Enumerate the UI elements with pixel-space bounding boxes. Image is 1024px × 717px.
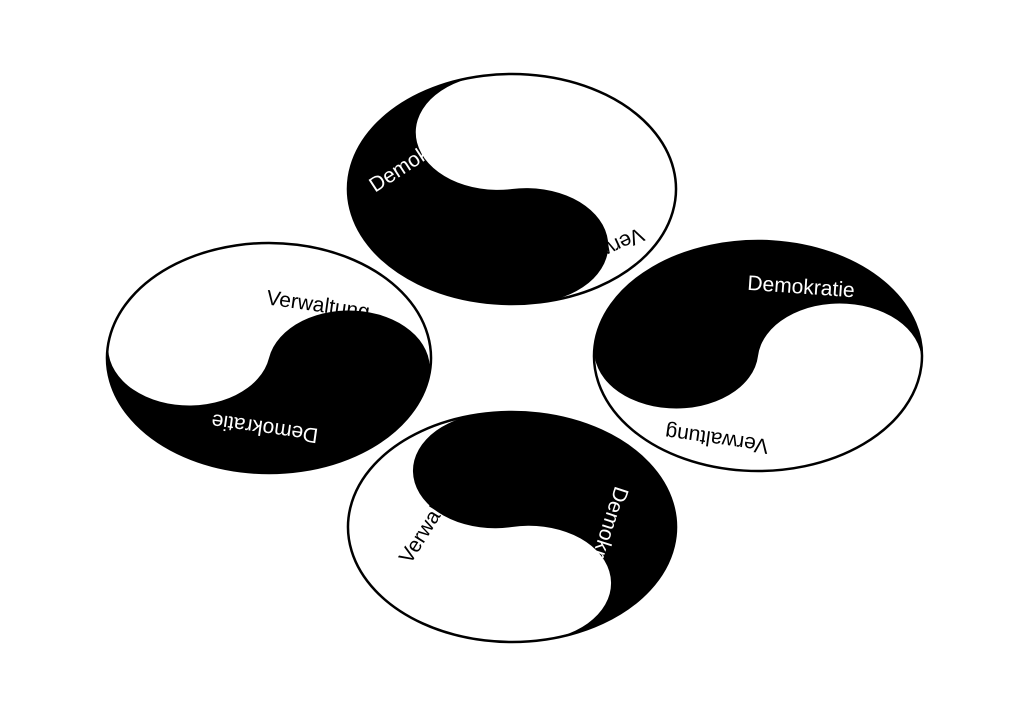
yin-yang-right-dot-white [816,344,863,378]
yin-yang-right [580,231,935,480]
yin-yang-top [322,56,702,322]
yin-yang-top-dot-white [474,116,521,149]
yin-yang-left-dot-black [326,351,372,385]
yin-yang-bottom-dot-white [506,567,553,600]
yin-yang-right-dot-black [653,334,700,368]
yin-yang-bottom-dot-black [471,454,518,487]
yin-yang-left [81,225,456,491]
yin-yang-left-dark-half [107,310,430,473]
yin-yang-left-dot-white [166,331,212,365]
yin-yang-top-dot-black [503,229,550,262]
yin-yang-bottom [317,391,706,664]
